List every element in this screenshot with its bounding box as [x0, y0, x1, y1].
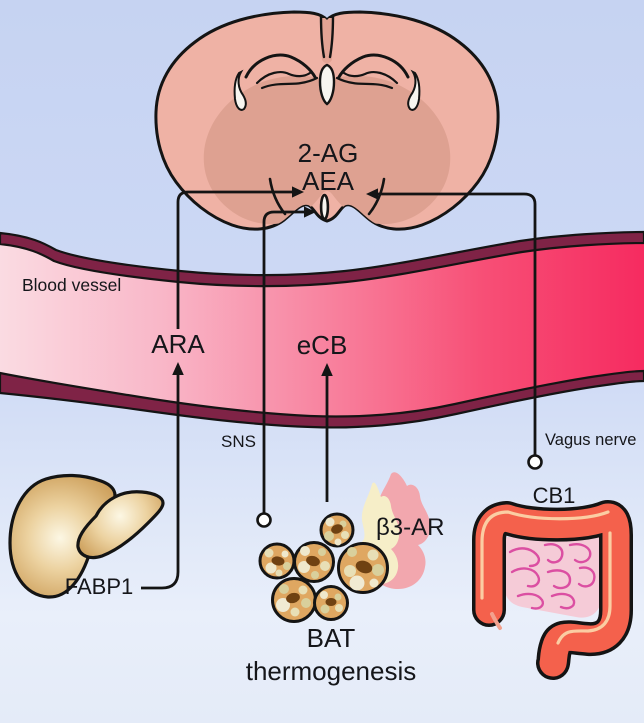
- label-bat: BAT: [307, 623, 356, 653]
- label-2ag: 2-AG: [298, 138, 359, 168]
- bat-cell: [271, 577, 317, 623]
- hippocampus-right: [335, 53, 410, 90]
- brain-inner-region: [203, 75, 451, 225]
- ara-arrow-up: [141, 374, 180, 590]
- colon-highlight: [556, 531, 612, 645]
- sns-arrowhead: [304, 206, 316, 218]
- liver-lobe-right: [76, 490, 165, 560]
- label-sns: SNS: [221, 432, 256, 451]
- bat-cell: [337, 542, 389, 594]
- ecb-arrowhead: [321, 363, 333, 376]
- brain-fissure: [319, 14, 335, 59]
- small-intestine: [504, 537, 601, 618]
- vessel-wall-top: [0, 230, 644, 288]
- label-beta3-ar: β3-AR: [376, 514, 444, 541]
- label-blood-vessel: Blood vessel: [22, 275, 121, 295]
- intestine-icon: [472, 500, 633, 680]
- label-cb1: CB1: [533, 483, 576, 508]
- sns-nerve-line: [262, 210, 304, 513]
- label-thermogenesis: thermogenesis: [246, 656, 417, 686]
- vagus-nerve-line: [378, 192, 537, 455]
- colon-highlight: [480, 510, 610, 600]
- bat-cell: [313, 585, 349, 621]
- bat-cell: [319, 512, 355, 548]
- ventral-slit: [319, 193, 330, 221]
- vessel-lumen: [0, 235, 644, 425]
- ara-arrowhead-brain: [292, 186, 304, 198]
- bat-cell: [293, 541, 335, 583]
- blood-vessel: [0, 230, 644, 429]
- appendix: [490, 612, 502, 630]
- liver-lobe-left: [8, 473, 117, 599]
- colon: [472, 500, 633, 680]
- sns-terminal-circle: [256, 512, 272, 528]
- ara-arrow-to-brain: [176, 190, 292, 329]
- arrowheads: [172, 186, 378, 376]
- third-ventricle: [318, 63, 336, 106]
- label-vagus-nerve: Vagus nerve: [545, 431, 636, 449]
- vessel-wall-bottom: [0, 369, 644, 429]
- label-ara: ARA: [151, 329, 205, 359]
- label-aea: AEA: [302, 166, 355, 196]
- small-intestine-squiggles: [508, 543, 596, 610]
- brain-coronal-section: [154, 10, 500, 231]
- label-fabp1: FABP1: [65, 574, 133, 599]
- bat-cluster: [258, 472, 431, 623]
- vagus-terminal-circle: [527, 454, 543, 470]
- label-ecb: eCB: [297, 330, 348, 360]
- ara-arrowhead-up: [172, 362, 184, 375]
- lateral-ventricle-right: [407, 69, 421, 111]
- hippocampus-left: [244, 53, 319, 90]
- pathway-lines: [141, 190, 537, 590]
- vagus-arrowhead: [366, 188, 378, 200]
- liver-icon: [8, 473, 165, 599]
- bat-cell: [258, 542, 296, 580]
- lateral-ventricle-left: [233, 69, 247, 111]
